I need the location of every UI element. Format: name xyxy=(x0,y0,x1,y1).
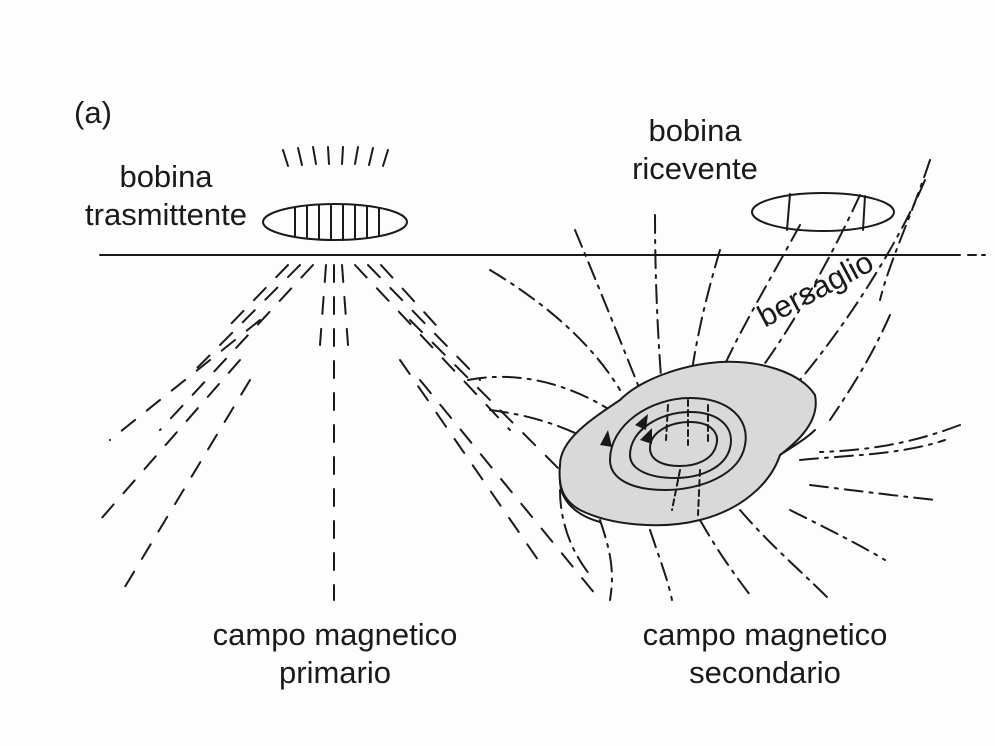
secondary-field-label: campo magnetico secondario xyxy=(615,616,915,692)
panel-label: (a) xyxy=(74,95,112,130)
secondary-field-label-line2: secondario xyxy=(689,655,841,690)
transmitter-label-line2: trasmittente xyxy=(85,197,247,232)
transmitter-label: bobina trasmittente xyxy=(70,158,262,234)
secondary-field-label-line1: campo magnetico xyxy=(642,617,888,652)
receiver-label-line1: bobina xyxy=(648,113,742,148)
target-body xyxy=(558,360,817,527)
transmitter-coil xyxy=(262,203,408,241)
primary-field-above xyxy=(282,146,389,167)
transmitter-coil-hatches xyxy=(294,204,380,241)
secondary-field-lines xyxy=(467,159,961,601)
primary-field-below xyxy=(99,264,601,601)
primary-field-label-line2: primario xyxy=(279,655,391,690)
receiver-coil xyxy=(751,192,895,232)
receiver-label-line2: ricevente xyxy=(632,151,758,186)
receiver-label: bobina ricevente xyxy=(615,112,775,188)
primary-field-label-line1: campo magnetico xyxy=(212,617,458,652)
eddy-current-arrows xyxy=(600,414,652,447)
primary-field-label: campo magnetico primario xyxy=(185,616,485,692)
transmitter-label-line1: bobina xyxy=(119,159,213,194)
